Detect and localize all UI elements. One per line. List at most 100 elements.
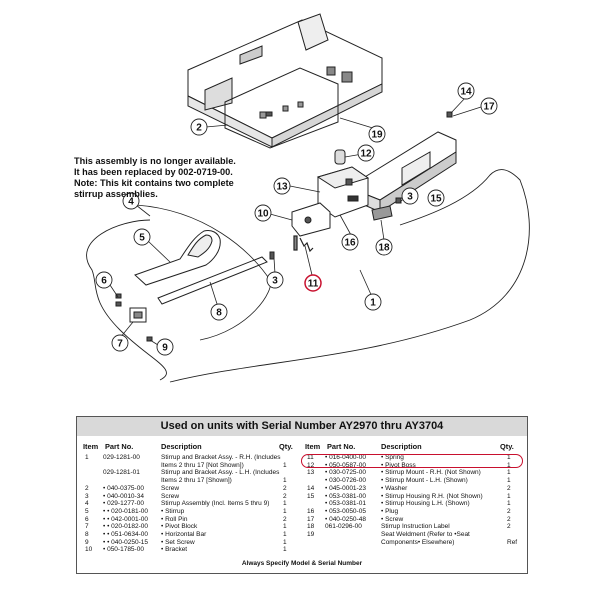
col-part-right: Part No.	[327, 442, 356, 451]
item-number: 15	[307, 492, 315, 500]
callout-5: 5	[133, 228, 151, 246]
svg-text:2: 2	[196, 123, 202, 134]
item-number: 12	[307, 461, 315, 469]
item-number: 9	[85, 538, 89, 546]
callout-6: 6	[95, 271, 113, 289]
svg-text:7: 7	[117, 339, 123, 350]
item-number: 17	[307, 515, 315, 523]
part-description: Items 2 thru 17 [Not Shown])	[161, 461, 244, 469]
part-number: 029-1281-00	[103, 454, 140, 461]
callout-17: 17	[480, 97, 498, 115]
item-number: 18	[307, 523, 315, 531]
svg-text:19: 19	[371, 130, 383, 141]
part-number: • • 042-0001-00	[103, 515, 149, 523]
part-description: • Pivot Block	[161, 523, 198, 531]
svg-text:16: 16	[344, 238, 356, 249]
part-number: • 030-0725-00	[325, 469, 366, 477]
part-quantity: 1	[283, 507, 287, 515]
part-number: • • 020-0182-00	[103, 523, 149, 531]
part-description: Stirrup Assembly (Incl. Items 5 thru 9)	[161, 500, 270, 508]
part-quantity: Ref	[507, 538, 518, 546]
part-description: Items 2 thru 17 [Shown])	[161, 477, 232, 485]
stirrup	[134, 230, 221, 286]
item-11-highlight	[301, 454, 523, 468]
col-item-left: Item	[83, 442, 99, 451]
item-number: 3	[85, 492, 89, 500]
item-number: 6	[85, 515, 89, 523]
part-number: • 053-0381-01	[325, 500, 366, 508]
part-quantity: 1	[507, 500, 511, 508]
part-quantity: 2	[283, 515, 287, 523]
parts-list-panel: Used on units with Serial Number AY2970 …	[76, 416, 528, 574]
parts-row: Items 2 thru 17 [Not Shown]) 1	[77, 462, 527, 470]
part-number: • • 020-0181-00	[103, 507, 149, 515]
callout-15-real: 15	[427, 189, 445, 207]
part-number: • 053-0381-00	[325, 492, 366, 500]
parts-row: 7 • • 020-0182-00 • Pivot Block 1	[77, 523, 527, 531]
callout-11: 11	[304, 274, 322, 292]
item-number: 14	[307, 484, 315, 492]
part-description: • Stirrup Mount - R.H. (Not Shown)	[381, 469, 481, 477]
svg-text:13: 13	[276, 182, 288, 193]
part-quantity: 1	[507, 461, 511, 469]
panel-title: Used on units with Serial Number AY2970 …	[77, 417, 527, 436]
part-description: • Stirrup Mount - L.H. (Shown)	[381, 477, 468, 485]
svg-text:10: 10	[257, 209, 269, 220]
item-number: 8	[85, 531, 89, 538]
parts-row: Items 2 thru 17 [Shown]) 1	[77, 477, 527, 485]
note-line-4: stirrup assemblies.	[74, 189, 158, 199]
part-quantity: 2	[507, 523, 511, 531]
col-qty-right: Qty.	[500, 442, 514, 451]
item-number: 2	[85, 484, 89, 492]
parts-row: 15• 053-0381-00• Stirrup Housing R.H. (N…	[77, 493, 527, 501]
parts-row: • 053-0381-01• Stirrup Housing L.H. (Sho…	[77, 500, 527, 508]
svg-text:6: 6	[101, 276, 107, 287]
svg-text:11: 11	[308, 279, 319, 290]
part-quantity: 2	[283, 484, 287, 492]
callout-10: 10	[254, 204, 272, 222]
stirrup-housing	[359, 131, 457, 213]
part-quantity: 2	[507, 515, 511, 523]
parts-row: 6 • • 042-0001-00 • Roll Pin 2	[77, 516, 527, 524]
part-quantity: 1	[283, 523, 287, 531]
item-number: 7	[85, 523, 89, 531]
note-line-3: Note: This kit contains two complete	[74, 178, 234, 188]
part-description: • Screw	[381, 515, 404, 523]
assembly-boundary	[86, 169, 530, 383]
col-desc-right: Description	[381, 442, 422, 451]
item-number: 13	[307, 469, 315, 477]
callout-9: 9	[156, 338, 174, 356]
callout-14: 14	[457, 82, 475, 100]
svg-text:4: 4	[128, 197, 134, 208]
part-number: • 040-0375-00	[103, 484, 144, 492]
part-description: • Stirrup	[161, 507, 185, 515]
part-description: • Pivot Boss	[381, 461, 416, 469]
callout-3a: 3	[266, 271, 284, 289]
parts-row: • 030-0726-00• Stirrup Mount - L.H. (Sho…	[77, 477, 527, 485]
parts-row: Components• Elsewhere)Ref	[77, 539, 527, 547]
pivot-boss	[334, 149, 346, 165]
availability-note: This assembly is no longer available. It…	[74, 156, 264, 200]
pivot-block	[129, 307, 147, 323]
part-description: • Roll Pin	[161, 515, 188, 523]
screws	[115, 111, 453, 342]
part-description: Stirrup and Bracket Assy. - R.H. (Includ…	[161, 454, 281, 461]
svg-text:14: 14	[460, 87, 472, 98]
part-quantity: 1	[507, 477, 511, 485]
col-desc-left: Description	[161, 442, 202, 451]
part-number: • 050-0587-00	[325, 461, 366, 469]
col-qty-left: Qty.	[279, 442, 293, 451]
callout-8: 8	[210, 303, 228, 321]
callout-13: 13	[273, 177, 291, 195]
callout-19: 19	[368, 125, 386, 143]
svg-text:18: 18	[378, 243, 390, 254]
svg-text:8: 8	[216, 308, 222, 319]
svg-text:3: 3	[272, 276, 278, 287]
svg-text:1: 1	[370, 298, 376, 309]
